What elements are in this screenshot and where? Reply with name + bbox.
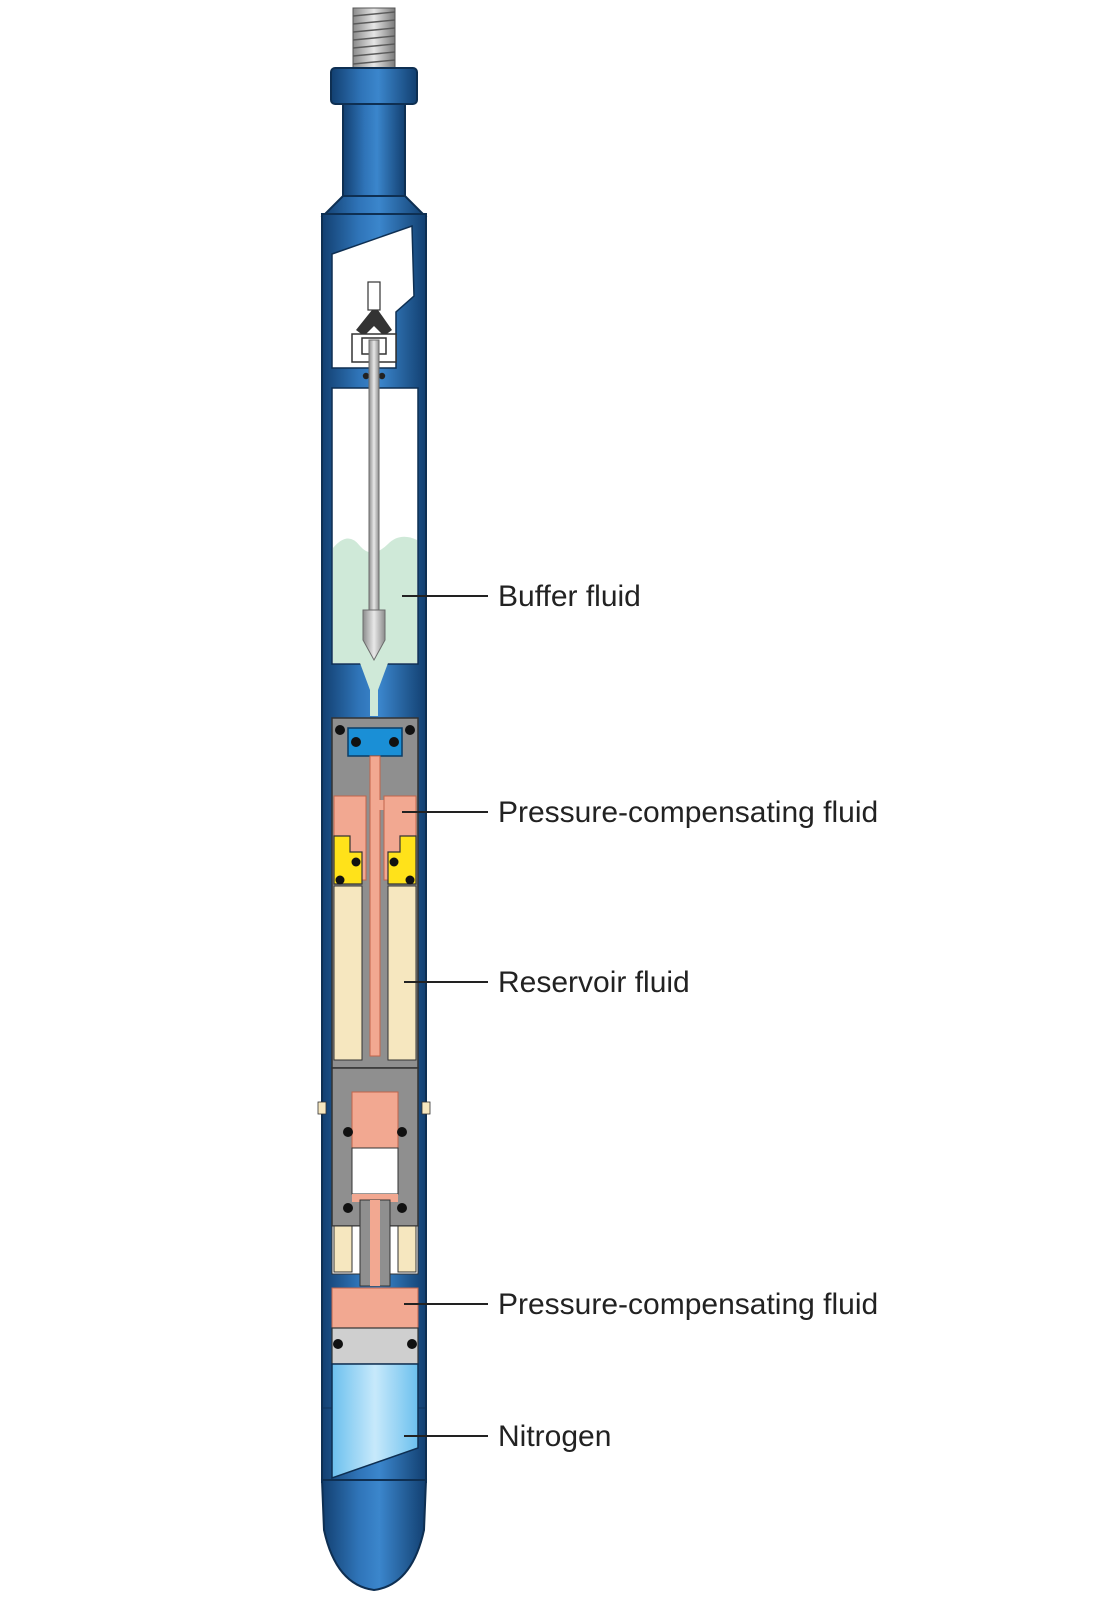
callout-nitrogen: Nitrogen xyxy=(404,1420,611,1453)
label-reservoir-fluid: Reservoir fluid xyxy=(498,966,690,999)
callout-pressure-compensating-upper: Pressure-compensating fluid xyxy=(402,796,878,829)
nitrogen-chamber xyxy=(331,1363,419,1480)
threaded-connector xyxy=(352,7,396,71)
callout-reservoir-fluid: Reservoir fluid xyxy=(404,966,690,999)
buffer-chamber xyxy=(331,339,419,716)
label-nitrogen: Nitrogen xyxy=(498,1420,611,1453)
side-ports xyxy=(317,1101,431,1115)
piston-housing-upper xyxy=(331,717,419,1081)
compensating-chamber-lower xyxy=(331,1287,419,1365)
callout-pressure-compensating-lower: Pressure-compensating fluid xyxy=(404,1288,878,1321)
label-buffer-fluid: Buffer fluid xyxy=(498,580,641,613)
top-cap xyxy=(320,67,428,217)
piston-housing-lower xyxy=(331,1067,419,1287)
label-pressure-compensating-fluid-lower: Pressure-compensating fluid xyxy=(498,1288,878,1321)
label-pressure-compensating-fluid-upper: Pressure-compensating fluid xyxy=(498,796,878,829)
callout-buffer-fluid: Buffer fluid xyxy=(402,580,641,613)
